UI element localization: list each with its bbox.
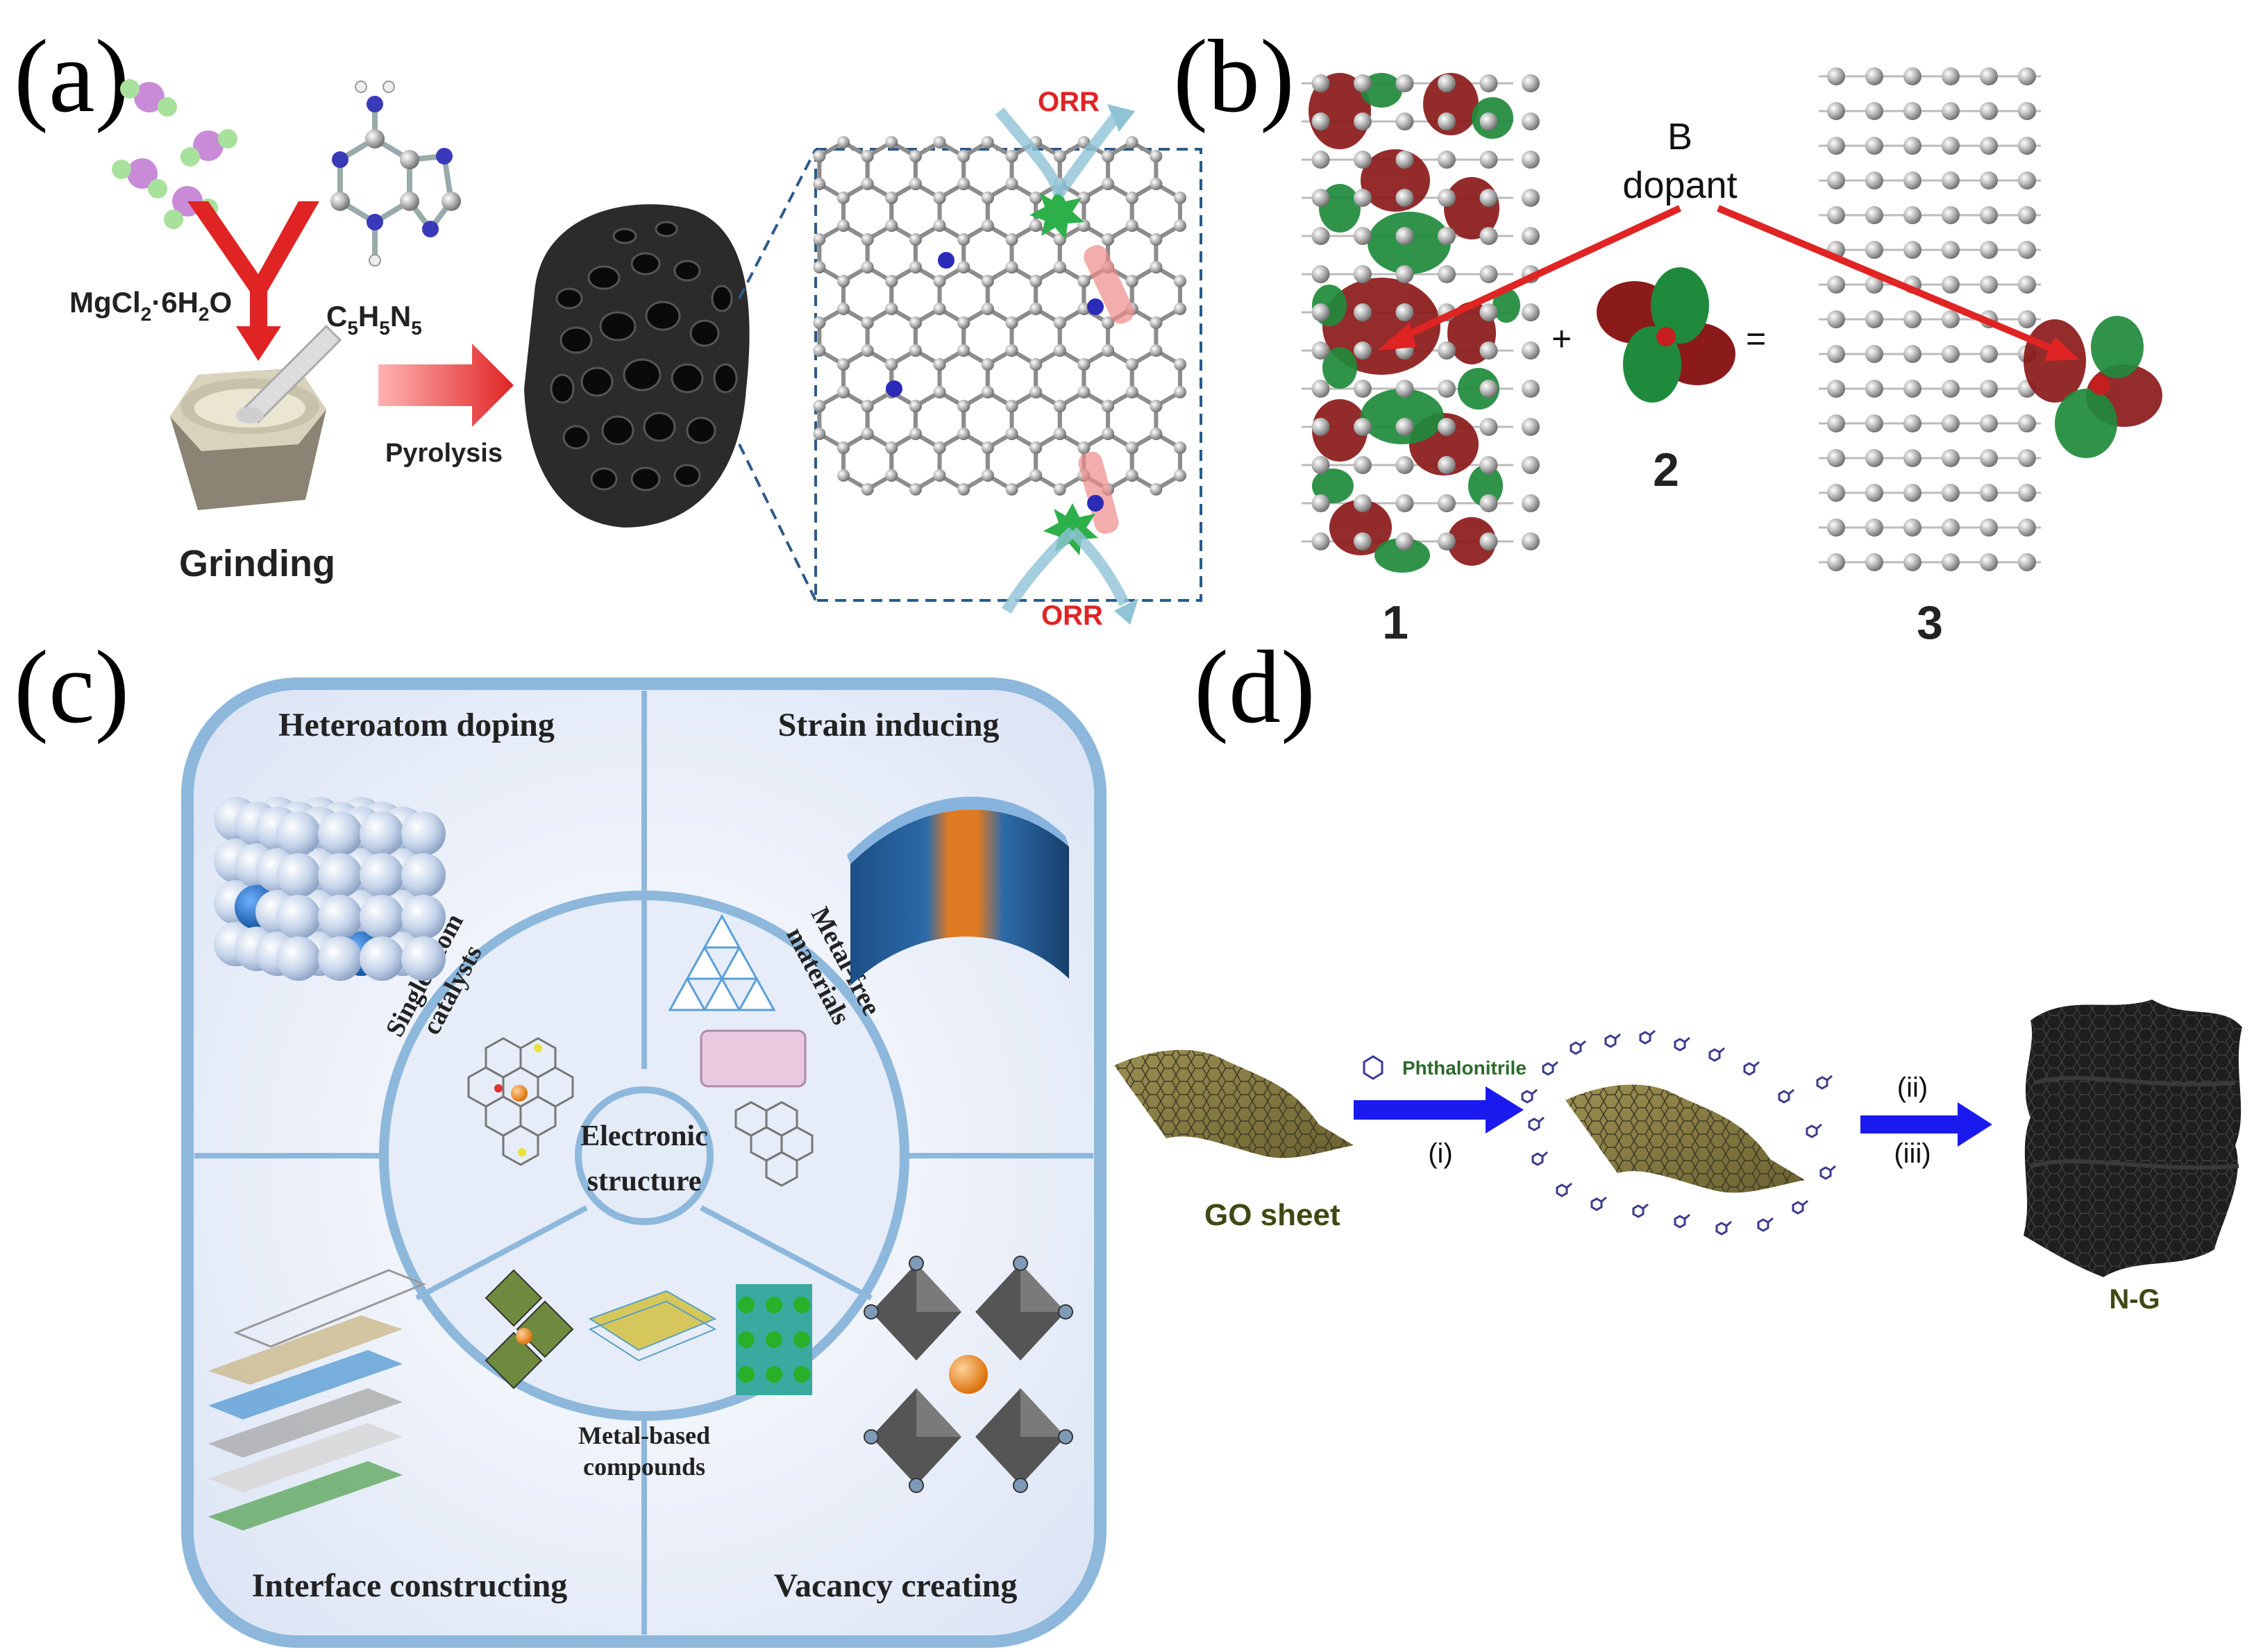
panel-a-label: (a) — [14, 19, 129, 134]
orr-label-top: ORR — [1038, 87, 1100, 117]
mixing-arrow — [187, 201, 319, 361]
step-ii-label: (ii) — [1897, 1072, 1928, 1103]
step-iii-label: (iii) — [1894, 1138, 1931, 1169]
sector-mb-line1: Metal-based — [578, 1422, 710, 1449]
metal-free-lattice — [668, 913, 814, 1187]
interface-layers — [208, 1269, 426, 1531]
pyrolysis-arrow — [378, 344, 514, 427]
c5h5n5-label: C5H5N5 — [326, 300, 422, 339]
equals-sign: = — [1746, 319, 1766, 358]
panel-d-label: (d) — [1194, 630, 1315, 745]
q-interface-constructing: Interface constructing — [252, 1567, 568, 1604]
center-line1: Electronic — [580, 1120, 708, 1152]
grinding-label: Grinding — [179, 543, 335, 584]
c5h5n5-molecule — [330, 81, 461, 267]
step-i-arrow — [1354, 1055, 1524, 1133]
step-ii-iii-arrow — [1860, 1102, 1992, 1147]
orr-label-bottom: ORR — [1041, 600, 1103, 631]
n-doped-graphene-lattice — [813, 104, 1186, 625]
structure-3-label: 3 — [1917, 596, 1943, 649]
go-sheet-label: GO sheet — [1204, 1198, 1340, 1232]
go-sheet — [1114, 1050, 1354, 1158]
panel-d: (d) GO sheet Phthalonitrile (i) (ii) (ii… — [1114, 630, 2242, 1315]
panel-c-label: (c) — [14, 630, 129, 745]
structure-2-label: 2 — [1653, 444, 1679, 496]
q-vacancy-creating: Vacancy creating — [774, 1567, 1018, 1604]
strained-slab-icon — [847, 796, 1069, 986]
phthalonitrile-label: Phthalonitrile — [1402, 1057, 1527, 1079]
step-i-label: (i) — [1428, 1138, 1453, 1169]
b-dopant-line2: dopant — [1622, 165, 1737, 206]
mgcl2-molecules — [112, 79, 237, 229]
panel-a: (a) — [14, 19, 1202, 631]
mortar-and-pestle-icon — [170, 324, 342, 510]
panel-b-label: (b) — [1173, 19, 1295, 134]
structure-1-label: 1 — [1382, 596, 1408, 649]
metal-based-compounds — [485, 1269, 812, 1395]
n-doped-graphene-product — [2024, 1000, 2242, 1277]
panel-c: (c) Electronic structure Heteroatom dopi… — [14, 630, 1107, 1648]
center-circle — [575, 1086, 714, 1225]
panel-b: (b) — [1173, 19, 2162, 649]
center-line2: structure — [587, 1165, 702, 1197]
single-atom-lattice — [467, 1037, 574, 1166]
heteroatom-sphere-cube — [214, 797, 446, 981]
structure-1-nanotube — [1302, 73, 1540, 573]
mgcl2-label: MgCl2·6H2O — [69, 286, 232, 325]
dopant-arrows — [1378, 205, 2079, 361]
q-heteroatom-doping: Heteroatom doping — [278, 707, 555, 743]
sector-mb-line2: compounds — [583, 1453, 705, 1481]
structure-2-orbital — [1597, 267, 1735, 403]
pyrolysis-label: Pyrolysis — [385, 439, 503, 468]
b-dopant-line1: B — [1667, 116, 1692, 158]
plus-sign: + — [1551, 319, 1572, 358]
decorated-go-sheet — [1521, 1029, 1836, 1236]
porous-carbon-particle — [524, 204, 750, 528]
q-strain-inducing: Strain inducing — [778, 707, 1000, 743]
vacancy-octahedra — [864, 1256, 1073, 1493]
n-g-label: N-G — [2109, 1284, 2160, 1315]
